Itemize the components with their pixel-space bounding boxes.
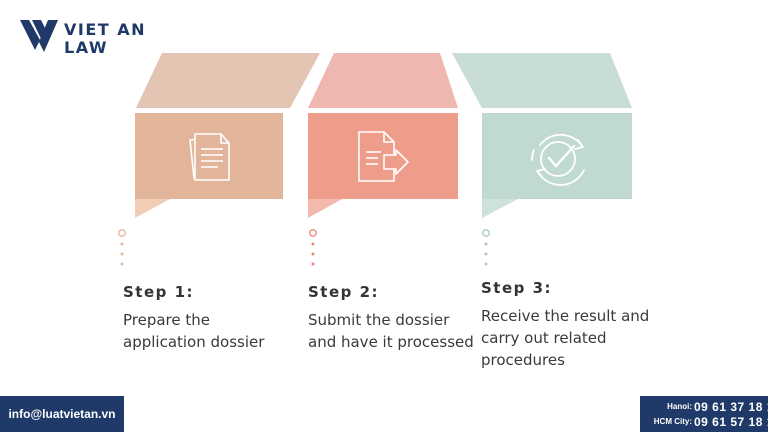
- document-submit-icon: [358, 131, 409, 182]
- step-2-pointer: [308, 199, 342, 218]
- step-3-panel: [452, 53, 632, 266]
- step-2-description: Submit the dossier and have it processed: [308, 311, 474, 351]
- brand-name-line2: LAW: [64, 38, 109, 57]
- step-2-top-flap: [308, 53, 458, 108]
- phone-number-hanoi[interactable]: 09 61 37 18 18: [694, 400, 768, 414]
- step-1-description: Prepare the application dossier: [123, 311, 265, 351]
- brand-mark-icon: [20, 20, 58, 52]
- step-1-title: Step 1:: [123, 283, 195, 301]
- step-2-card: [308, 113, 458, 199]
- phone-label-hcm: HCM City:: [653, 417, 692, 426]
- step-2-title: Step 2:: [308, 283, 380, 301]
- phone-row-hcm: HCM City: 09 61 57 18 18: [646, 415, 768, 429]
- phone-row-hanoi: Hanoi: 09 61 37 18 18: [646, 400, 768, 414]
- step-1-pointer: [135, 199, 170, 218]
- step-1-top-flap: [136, 53, 320, 108]
- phone-number-hcm[interactable]: 09 61 57 18 18: [694, 415, 768, 429]
- check-cycle-icon: [531, 133, 585, 186]
- step-3-title: Step 3:: [481, 279, 553, 297]
- footer-email[interactable]: info@luatvietan.vn: [0, 396, 124, 432]
- step-3-card: [482, 113, 632, 199]
- footer-phones: Hanoi: 09 61 37 18 18 HCM City: 09 61 57…: [640, 396, 768, 432]
- step-2-panel: [308, 53, 458, 266]
- brand-name-line1: VIET AN: [64, 20, 147, 39]
- step-1-panel: [118, 53, 320, 266]
- step-3-description: Receive the result and carry out related…: [481, 307, 650, 369]
- brand-logo: VIET AN LAW: [18, 14, 148, 64]
- phone-label-hanoi: Hanoi:: [667, 402, 692, 411]
- step-3-pointer: [482, 199, 518, 218]
- documents-icon: [189, 133, 230, 181]
- step-3-top-flap: [452, 53, 632, 108]
